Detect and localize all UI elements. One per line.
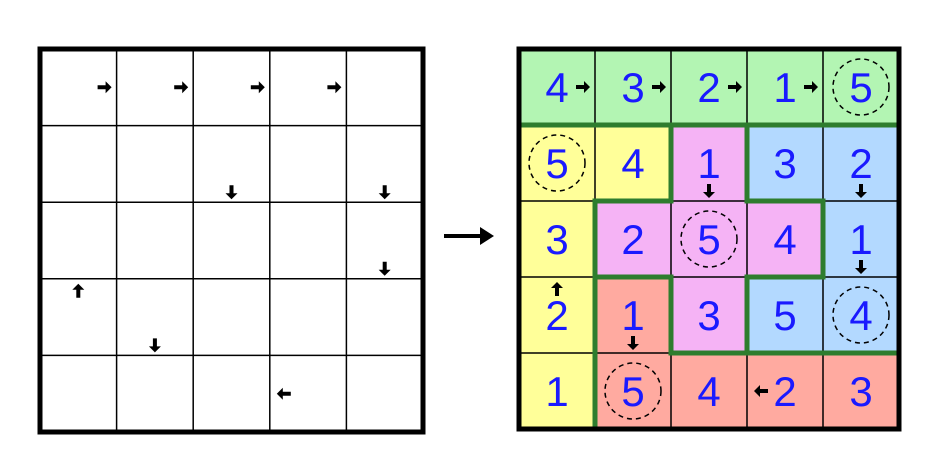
arrow-down-icon bbox=[378, 261, 391, 276]
left-grid-border bbox=[37, 46, 426, 435]
cell-digit: 1 bbox=[849, 216, 872, 263]
circle-marker bbox=[604, 362, 662, 420]
region-cell-d bbox=[747, 125, 823, 201]
cell-digit: 3 bbox=[697, 292, 720, 339]
cell-digit: 3 bbox=[545, 216, 568, 263]
region-cell-c bbox=[595, 201, 671, 277]
cell-digit: 1 bbox=[773, 64, 796, 111]
arrow-left-icon bbox=[754, 385, 768, 397]
cell-digit: 4 bbox=[545, 64, 568, 111]
arrow-down-icon bbox=[225, 185, 238, 200]
cell-digit: 5 bbox=[697, 216, 720, 263]
arrow-right-icon bbox=[804, 81, 818, 93]
cell-digit: 4 bbox=[697, 368, 720, 415]
arrow-right-icon bbox=[576, 81, 590, 93]
arrow-up-icon bbox=[72, 283, 85, 298]
cell-digit: 2 bbox=[545, 292, 568, 339]
region-cell-d bbox=[823, 277, 899, 353]
arrow-right-icon bbox=[174, 81, 189, 94]
arrow-up-icon bbox=[551, 282, 563, 296]
arrow-down-icon bbox=[855, 260, 867, 274]
region-cell-b bbox=[519, 201, 595, 277]
cell-digit: 2 bbox=[621, 216, 644, 263]
cell-digit: 5 bbox=[773, 292, 796, 339]
arrow-right-icon bbox=[250, 81, 265, 94]
cell-digit: 4 bbox=[849, 292, 872, 339]
region-cell-b bbox=[595, 125, 671, 201]
arrow-left-icon bbox=[276, 387, 291, 400]
circle-marker bbox=[832, 286, 890, 344]
cell-digit: 5 bbox=[621, 368, 644, 415]
cell-digit: 4 bbox=[621, 140, 644, 187]
region-cell-d bbox=[747, 277, 823, 353]
arrow-right-icon bbox=[97, 81, 112, 94]
arrow-down-icon bbox=[378, 185, 391, 200]
cell-digit: 2 bbox=[773, 368, 796, 415]
arrow-down-icon bbox=[855, 184, 867, 198]
region-cell-b bbox=[519, 353, 595, 429]
cell-digit: 4 bbox=[773, 216, 796, 263]
cell-digit: 5 bbox=[849, 64, 872, 111]
cell-digit: 1 bbox=[697, 140, 720, 187]
region-cell-c bbox=[747, 201, 823, 277]
cell-digit: 2 bbox=[849, 140, 872, 187]
cell-digit: 3 bbox=[621, 64, 644, 111]
arrow-down-icon bbox=[148, 338, 161, 353]
region-cell-e bbox=[823, 353, 899, 429]
cell-digit: 2 bbox=[697, 64, 720, 111]
cell-digit: 3 bbox=[849, 368, 872, 415]
right-grid-border bbox=[516, 46, 902, 432]
arrow-right-icon bbox=[652, 81, 666, 93]
arrow-right-icon bbox=[728, 81, 742, 93]
solved-puzzle-grid: 4 3 2 1 5 5 4 1 3 2 3 2 5 4 1 2 1 3 5 4 1 5 4 2 3 bbox=[516, 46, 902, 432]
circle-marker bbox=[680, 210, 738, 268]
cell-digit: 5 bbox=[545, 140, 568, 187]
cell-digit: 1 bbox=[621, 292, 644, 339]
region-cell-c bbox=[671, 201, 747, 277]
cell-digit: 3 bbox=[773, 140, 796, 187]
circle-marker bbox=[832, 58, 890, 116]
circle-marker bbox=[528, 134, 586, 192]
unsolved-puzzle-grid bbox=[37, 46, 426, 435]
arrow-down-icon bbox=[703, 184, 715, 198]
right-arrow-icon bbox=[480, 227, 494, 245]
arrow-right-icon bbox=[327, 81, 342, 94]
region-cell-a bbox=[823, 49, 899, 125]
transition-arrow bbox=[444, 227, 494, 245]
cell-digit: 1 bbox=[545, 368, 568, 415]
region-cell-b bbox=[519, 125, 595, 201]
arrow-down-icon bbox=[627, 336, 639, 350]
region-cell-e bbox=[671, 353, 747, 429]
region-cell-e bbox=[595, 353, 671, 429]
region-cell-c bbox=[671, 277, 747, 353]
